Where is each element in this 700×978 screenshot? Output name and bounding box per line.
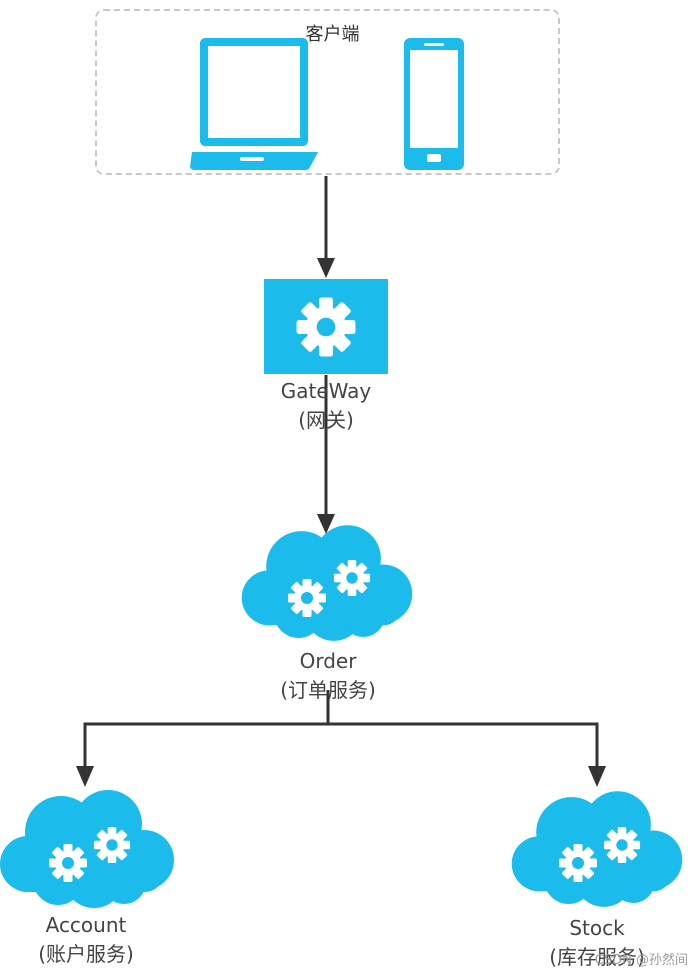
client-group-box (95, 9, 560, 175)
account-name: Account (45, 913, 127, 937)
gateway-name: GateWay (280, 379, 372, 403)
account-cloud-icon (0, 790, 174, 908)
arrowhead-order (317, 514, 335, 534)
phone-icon (404, 38, 464, 170)
client-group-title: 客户端 (305, 24, 360, 45)
arrowhead-account (76, 766, 94, 787)
order-desc: (订单服务) (280, 678, 376, 702)
stock-name: Stock (569, 916, 625, 940)
order-name: Order (299, 649, 357, 673)
gateway-label: GateWay (网关) (226, 377, 426, 435)
stock-desc: (库存服务) (549, 945, 645, 969)
arrowhead-gateway (317, 258, 335, 278)
stock-label: Stock (库存服务) (497, 914, 697, 972)
account-desc: (账户服务) (38, 942, 134, 966)
gateway-desc: (网关) (298, 408, 354, 432)
laptop-icon (190, 38, 318, 170)
order-label: Order (订单服务) (228, 647, 428, 705)
arrowhead-stock (588, 766, 606, 787)
stock-cloud-icon (511, 791, 683, 907)
connector-order-stock (328, 722, 599, 766)
gateway-gear-icon (296, 297, 356, 357)
watermark: CSDN @孙然间 (594, 953, 688, 968)
connector-order-account (83, 690, 330, 766)
gateway-node (264, 279, 388, 374)
account-label: Account (账户服务) (0, 911, 186, 969)
order-cloud-icon (241, 525, 413, 641)
